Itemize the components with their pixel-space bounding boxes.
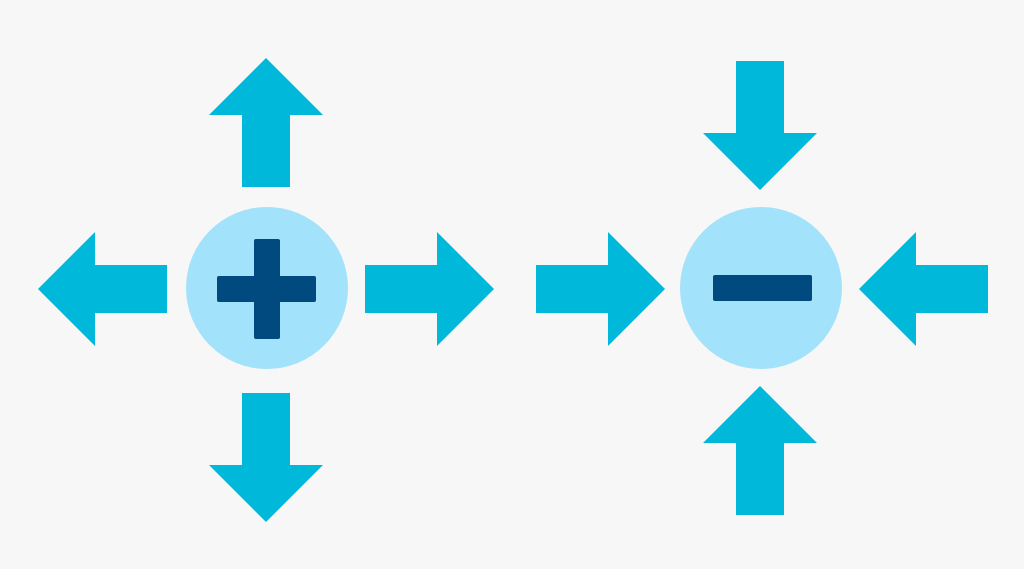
minus-icon <box>713 275 812 301</box>
plus-icon <box>217 239 316 339</box>
arrow-up-icon <box>209 58 323 187</box>
arrow-left-icon <box>859 232 988 346</box>
arrow-right-icon <box>365 232 494 346</box>
contract-group <box>536 61 988 515</box>
arrow-up-icon <box>703 386 817 515</box>
arrow-left-icon <box>38 232 167 346</box>
arrow-down-icon <box>703 61 817 190</box>
expand-group <box>38 58 494 522</box>
arrow-right-icon <box>536 232 665 346</box>
arrow-down-icon <box>209 393 323 522</box>
